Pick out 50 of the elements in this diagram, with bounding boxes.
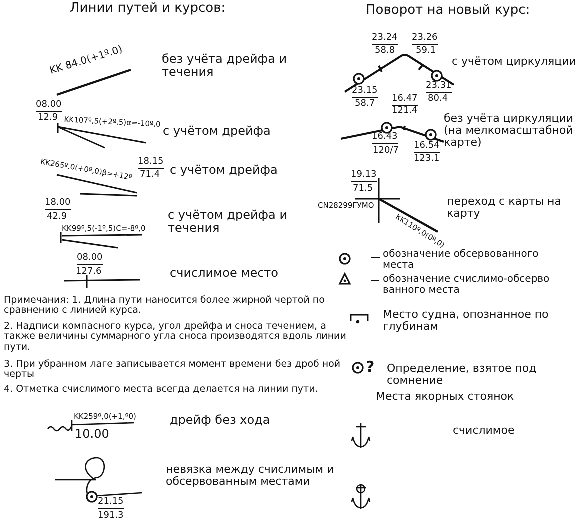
- symbol-caption: счислимое: [453, 425, 515, 438]
- log-reading: 123.1: [414, 155, 440, 165]
- time-label: 23.26: [412, 34, 438, 45]
- note-text: 4. Отметка счислимого места всегда делается на линии пути.: [4, 385, 320, 396]
- time-label: 19.13: [351, 171, 377, 182]
- time-label: 23.24: [372, 34, 398, 45]
- symbol-caption: дрейф без хода: [170, 414, 270, 428]
- symbol-caption: с учётом дрейфа: [163, 125, 271, 138]
- section-heading: Линии путей и курсов:: [70, 2, 226, 16]
- log-reading: 71.5: [353, 185, 374, 195]
- section-heading: Поворот на новый курс:: [366, 4, 530, 18]
- symbol-caption: обозначение обсервованного места: [383, 249, 540, 271]
- symbol-caption: Определение, взятое под сомнение: [387, 363, 538, 388]
- log-reading: 71.4: [140, 171, 160, 181]
- time-label: 18.15: [138, 158, 164, 169]
- time-label: 16.43: [372, 133, 398, 144]
- time-label: 23.15: [352, 87, 378, 98]
- log-reading: 58.8: [375, 47, 396, 57]
- section-heading: Места якорных стоянок: [376, 391, 514, 404]
- symbol-caption: невязка между счислимым и обсервованным местами: [166, 464, 336, 488]
- time-label: 16.54: [414, 142, 440, 153]
- time-label: 21.15: [98, 498, 124, 509]
- symbol-caption: без учёта дрейфа и течения: [162, 53, 288, 80]
- log-reading: 12.9: [38, 114, 58, 124]
- time-label: 18.00: [45, 199, 71, 210]
- symbol-caption: переход с карты на карту: [447, 196, 562, 220]
- log-reading: 191.3: [98, 512, 124, 521]
- note-text: 3. При убранном лаге записывается момент времени без дроб ной черты: [4, 360, 342, 381]
- symbol-caption: обозначение счислимо-обсерво ванного места: [383, 274, 551, 296]
- log-reading: 58.7: [355, 100, 376, 110]
- log-reading: 121.4: [392, 107, 418, 117]
- question-mark: ?: [366, 359, 375, 376]
- log-reading: 80.4: [428, 95, 448, 105]
- time-label: 10.00: [75, 428, 110, 442]
- time-label: 23.31: [426, 82, 452, 93]
- symbol-caption: без учёта циркуляции (на мелкомасштабной карте): [444, 113, 575, 150]
- log-reading: 59.1: [416, 47, 436, 57]
- time-label: 08.00: [36, 101, 62, 112]
- symbol-caption: с учётом дрейфа: [170, 164, 278, 178]
- time-label: 08.00: [77, 254, 103, 265]
- note-text: Примечания: 1. Длина пути наносится более жирной чертой по сравнению с линией курса.: [4, 296, 326, 317]
- log-reading: 120/7: [373, 147, 399, 157]
- symbol-caption: счислимое место: [170, 267, 279, 280]
- log-reading: 42.9: [47, 213, 68, 223]
- log-reading: 127.6: [76, 268, 102, 278]
- time-label: 16.47: [392, 95, 418, 106]
- note-text: 2. Надписи компасного курса, угол дрейфа и сноса течением, а также величины суммарного угла сноса производятся вдоль линии пути.: [4, 322, 348, 354]
- symbol-caption: Место судна, опознанное по глубинам: [383, 309, 550, 334]
- symbol-caption: с учётом циркуляции: [452, 56, 576, 68]
- symbol-caption: с учётом дрейфа и течения: [168, 209, 289, 236]
